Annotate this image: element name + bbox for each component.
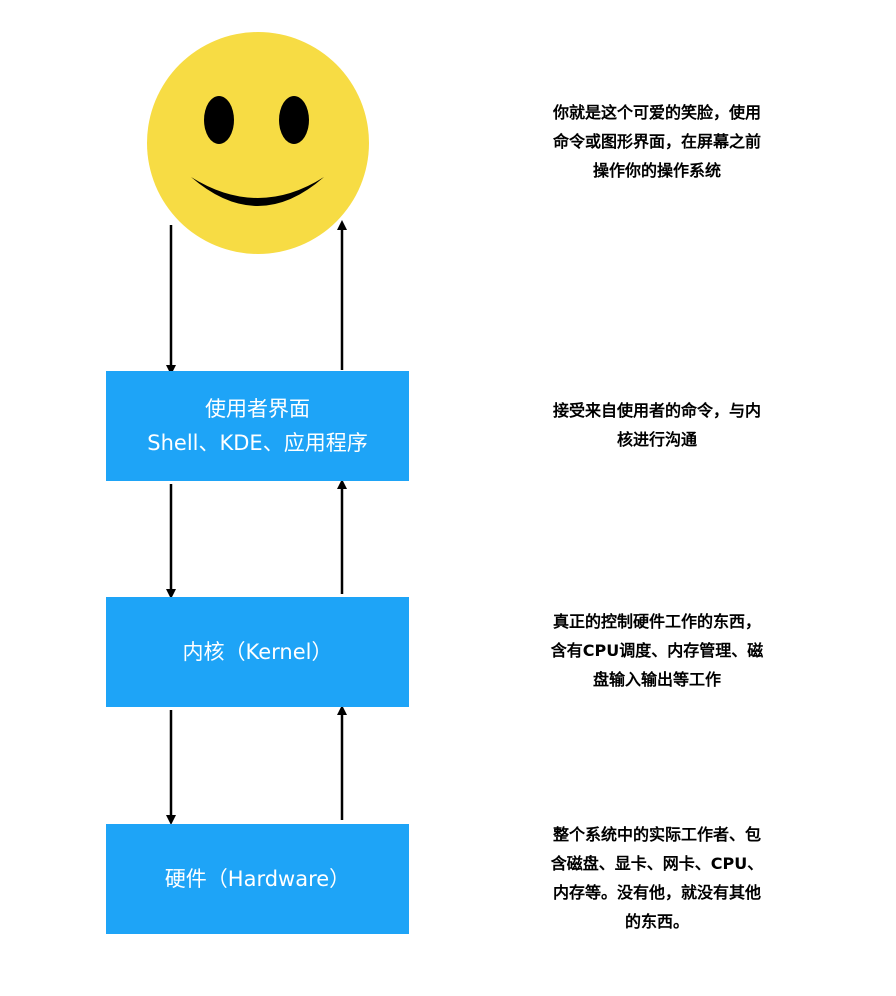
kernel-box: 内核（Kernel） (106, 597, 409, 707)
note-line: 命令或图形界面，在屏幕之前 (552, 132, 761, 151)
note-line: 接受来自使用者的命令，与内 (552, 401, 761, 420)
note-line: 你就是这个可爱的笑脸，使用 (552, 103, 761, 122)
user-note: 你就是这个可爱的笑脸，使用 命令或图形界面，在屏幕之前 操作你的操作系统 (524, 98, 790, 185)
hardware-title: 硬件（Hardware） (164, 867, 351, 891)
note-line: 的东西。 (624, 912, 689, 931)
user-interface-subtitle: Shell、KDE、应用程序 (147, 431, 368, 455)
user-interface-box: 使用者界面 Shell、KDE、应用程序 (106, 371, 409, 481)
kernel-title: 内核（Kernel） (182, 640, 333, 664)
note-line: 内存等。没有他，就没有其他 (552, 883, 761, 902)
note-line: 操作你的操作系统 (592, 161, 721, 180)
note-line: 含有CPU调度、内存管理、磁 (550, 641, 764, 660)
smiley-face-icon (147, 32, 369, 254)
note-line: 盘输入输出等工作 (592, 670, 721, 689)
note-line: 核进行沟通 (616, 430, 697, 449)
note-line: 含磁盘、显卡、网卡、CPU、 (550, 854, 764, 873)
note-line: 真正的控制硬件工作的东西， (552, 612, 761, 631)
note-line: 整个系统中的实际工作者、包 (552, 825, 761, 844)
hardware-box: 硬件（Hardware） (106, 824, 409, 934)
shell-note: 接受来自使用者的命令，与内 核进行沟通 (524, 396, 790, 454)
hardware-note: 整个系统中的实际工作者、包 含磁盘、显卡、网卡、CPU、 内存等。没有他，就没有… (524, 820, 790, 936)
user-interface-title: 使用者界面 (205, 397, 310, 421)
kernel-note: 真正的控制硬件工作的东西， 含有CPU调度、内存管理、磁 盘输入输出等工作 (524, 607, 790, 694)
